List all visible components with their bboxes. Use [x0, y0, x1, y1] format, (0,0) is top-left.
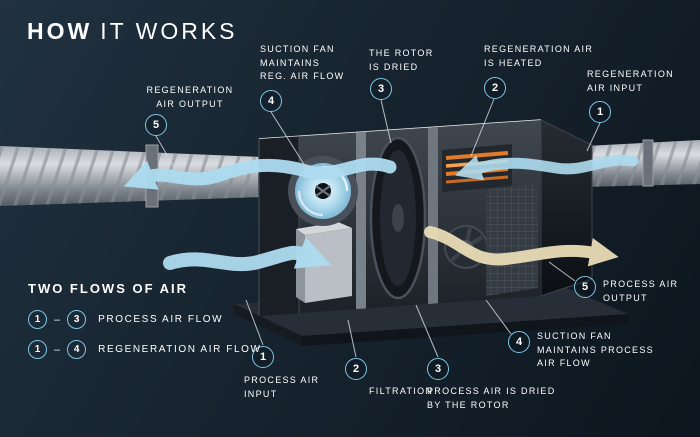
callout-label-rotor-dried: THE ROTOR IS DRIED [369, 48, 434, 72]
page-title-strong: HOW [27, 18, 93, 44]
callout-label-process-air-output: PROCESS AIR OUTPUT [603, 279, 679, 303]
callout-label-process-air-dried: PROCESS AIR IS DRIED BY THE ROTOR [427, 386, 556, 410]
callout-number-process-air-output: 5 [574, 276, 596, 298]
legend-number-badge: 3 [67, 310, 87, 329]
reg-air-flow-arrow [123, 157, 397, 190]
page-title-rest: IT WORKS [100, 18, 238, 44]
page-title: HOW IT WORKS [27, 18, 238, 45]
callout-number-reg-air-output: 5 [145, 114, 167, 136]
callout-label-suction-fan-process: SUCTION FAN MAINTAINS PROCESS AIR FLOW [537, 331, 654, 368]
filter-box-icon [296, 222, 352, 303]
legend-range-dash: – [54, 343, 61, 356]
callout-number-process-air-dried: 3 [427, 358, 449, 380]
legend-number-badge: 1 [28, 340, 47, 359]
legend-title: TWO FLOWS OF AIR [28, 281, 189, 296]
callout-number-reg-air-heated: 2 [484, 77, 506, 99]
callout-number-reg-air-input: 1 [589, 101, 611, 123]
reg-air-input-arrow [454, 154, 639, 181]
callout-label-suction-fan-reg: SUCTION FAN MAINTAINS REG. AIR FLOW [260, 44, 345, 81]
callout-number-filtration: 2 [345, 358, 367, 380]
process-air-output-arrow [424, 226, 619, 267]
legend-number-badge: 1 [28, 310, 47, 329]
callout-number-process-air-input: 1 [252, 346, 274, 368]
legend-row-regeneration: 1 – 4 REGENERATION AIR FLOW [28, 340, 262, 359]
callout-label-filtration: FILTRATION [369, 386, 434, 396]
callout-number-suction-fan-reg: 4 [260, 90, 282, 112]
callout-label-process-air-input: PROCESS AIR INPUT [244, 375, 320, 399]
callout-number-rotor-dried: 3 [370, 78, 392, 100]
airflow-arrows [123, 154, 639, 272]
legend-number-badge: 4 [67, 340, 87, 359]
callout-label-reg-air-output: REGENERATION AIR OUTPUT [146, 85, 234, 109]
callout-number-suction-fan-process: 4 [508, 331, 530, 353]
process-air-input-arrow [163, 237, 332, 272]
legend-range-dash: – [54, 313, 61, 326]
legend-row-process: 1 – 3 PROCESS AIR FLOW [28, 310, 223, 329]
callout-label-reg-air-heated: REGENERATION AIR IS HEATED [484, 44, 594, 68]
callout-label-reg-air-input: REGENERATION AIR INPUT [587, 69, 674, 93]
leader-lines [155, 98, 601, 358]
legend-label-process: PROCESS AIR FLOW [98, 314, 224, 325]
grille-mesh-icon [486, 182, 538, 296]
legend-label-regeneration: REGENERATION AIR FLOW [98, 344, 262, 355]
rotor-icon [369, 136, 427, 300]
